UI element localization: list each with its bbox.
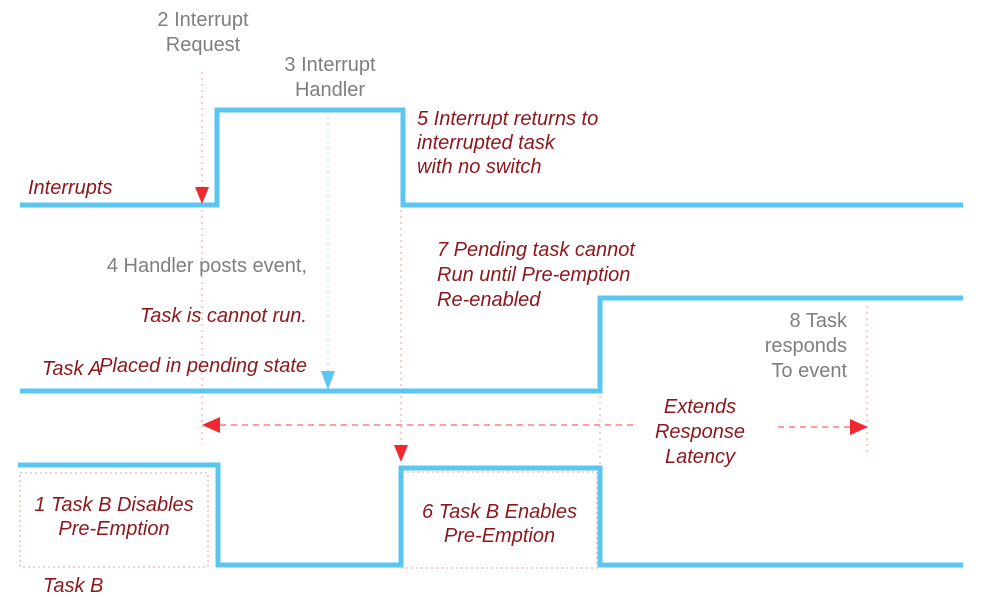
- lane-label-interrupts: Interrupts: [28, 177, 113, 199]
- note-task-responds: 8 Task responds To event: [764, 310, 847, 382]
- disable-preemption-box: [19, 472, 209, 568]
- note-handler-posts: 4 Handler posts event, Task is cannot ru…: [27, 229, 307, 404]
- task-b-signal-line: [18, 462, 963, 568]
- latency-right-arrowhead: [850, 419, 868, 435]
- interrupt-request-arrowhead: [195, 187, 209, 204]
- lane-label-task-b: Task B: [43, 575, 104, 597]
- note-pending-task: 7 Pending task cannot Run until Pre-empt…: [437, 239, 635, 311]
- note-interrupt-request: 2 Interrupt Request: [157, 9, 249, 56]
- note-latency: Extends Response Latency: [654, 396, 746, 468]
- note-handler-posts-line2: Task is cannot run.: [139, 305, 307, 327]
- task-a-signal-line: [20, 295, 963, 394]
- interrupts-signal-line: [20, 107, 963, 208]
- note-handler-posts-line1: 4 Handler posts event,: [106, 255, 307, 277]
- latency-left-arrowhead: [202, 417, 220, 433]
- handler-post-arrowhead: [321, 371, 335, 390]
- lane-label-task-a: Task A: [42, 358, 102, 380]
- preemption-enable-arrowhead: [394, 445, 408, 462]
- note-handler-posts-line3: Placed in pending state: [99, 355, 307, 377]
- note-box-enable-preemption: 6 Task B Enables Pre-Emption: [422, 501, 577, 547]
- note-interrupt-handler: 3 Interrupt Handler: [284, 54, 376, 101]
- note-interrupt-returns: 5 Interrupt returns to interrupted task …: [417, 108, 599, 178]
- note-box-disable-preemption: 1 Task B Disables Pre-Emption: [34, 494, 194, 540]
